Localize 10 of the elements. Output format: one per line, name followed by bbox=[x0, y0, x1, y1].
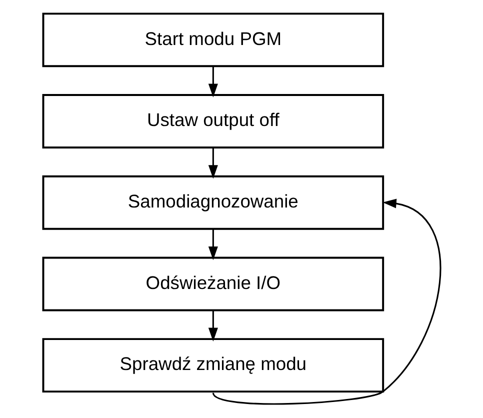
arrow bbox=[208, 66, 218, 98]
node-box: Start modu PGM bbox=[42, 12, 384, 68]
node-box: Odświeżanie I/O bbox=[42, 256, 384, 312]
arrow bbox=[208, 228, 218, 260]
node-box: Ustaw output off bbox=[42, 94, 384, 148]
arrow bbox=[208, 310, 218, 342]
node-box: Sprawdź zmianę modu bbox=[42, 338, 384, 393]
arrow bbox=[208, 148, 218, 179]
arrow bbox=[212, 198, 441, 405]
node-box: Samodiagnozowanie bbox=[42, 175, 384, 230]
